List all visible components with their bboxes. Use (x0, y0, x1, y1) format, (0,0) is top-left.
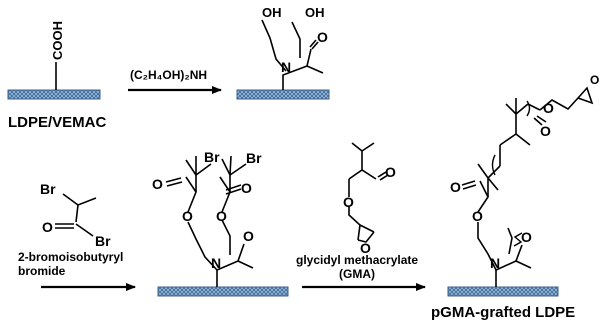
mi-carbonyl-oxygen-2: O (241, 180, 252, 196)
mi-bromine-2: Br (246, 150, 262, 166)
hydroxyl-2: OH (305, 5, 325, 20)
gma-name-line1: glycidyl methacrylate (296, 253, 418, 267)
surface-1 (7, 89, 101, 100)
product-ester-oxygen: O (472, 208, 483, 224)
mi-nitrogen: N (211, 255, 221, 271)
pgma-carbonyl-oxygen: O (540, 123, 551, 139)
mi-carbonyl-oxygen-1: O (152, 176, 163, 192)
amide-nitrogen: N (281, 59, 291, 75)
mi-amide-oxygen: O (243, 228, 254, 244)
amide-oxygen: O (317, 29, 328, 45)
substrate-ldpe-vemac: COOH LDPE/VEMAC (7, 21, 107, 131)
gma-epoxide-oxygen: O (360, 240, 371, 256)
surface-4 (447, 286, 559, 297)
gma-ester-oxygen: O (343, 194, 354, 210)
macroinitiator-product: N O O O O O Br Br (152, 149, 289, 297)
gma-name-line2: (GMA) (339, 267, 375, 281)
step1-arrow: (C₂H₄OH)₂NH (128, 68, 222, 94)
diethanolamide-product: N O OH OH (236, 5, 330, 100)
reagent-gma: O O O (343, 142, 396, 256)
surface-2 (236, 89, 330, 100)
reagent-name-line2: bromide (18, 264, 66, 278)
step2-arrow: 2-bromoisobutyryl bromide (18, 250, 136, 291)
product-amide-oxygen: O (521, 229, 532, 245)
pgma-epoxide-oxygen: O (590, 73, 599, 87)
mi-ester-oxygen-1: O (182, 208, 193, 224)
reagent-diethanolamine: (C₂H₄OH)₂NH (130, 68, 207, 82)
gma-carbonyl-oxygen: O (385, 164, 396, 180)
step3-arrow: glycidyl methacrylate (GMA) (296, 253, 426, 291)
bromine-atom-1: Br (40, 181, 56, 197)
surface-3 (157, 286, 289, 297)
carbonyl-oxygen: O (42, 219, 53, 235)
cooh-group: COOH (50, 21, 65, 60)
hydroxyl-1: OH (262, 5, 282, 20)
pgma-ester-oxygen: O (543, 100, 554, 116)
product-nitrogen: N (490, 255, 500, 271)
bromine-atom-2: Br (95, 233, 111, 249)
substrate-label: LDPE/VEMAC (8, 114, 107, 131)
mi-ester-oxygen-2: O (216, 208, 227, 224)
pgma-grafted-product: N O O O O O O pGMA-grafted LDPE (431, 73, 599, 321)
product-carbonyl-oxygen: O (450, 179, 461, 195)
reagent-name-line1: 2-bromoisobutyryl (18, 250, 123, 264)
reagent-bromoisobutyryl-bromide: Br O Br (40, 181, 111, 249)
product-label: pGMA-grafted LDPE (431, 304, 575, 321)
mi-bromine-1: Br (204, 149, 220, 165)
